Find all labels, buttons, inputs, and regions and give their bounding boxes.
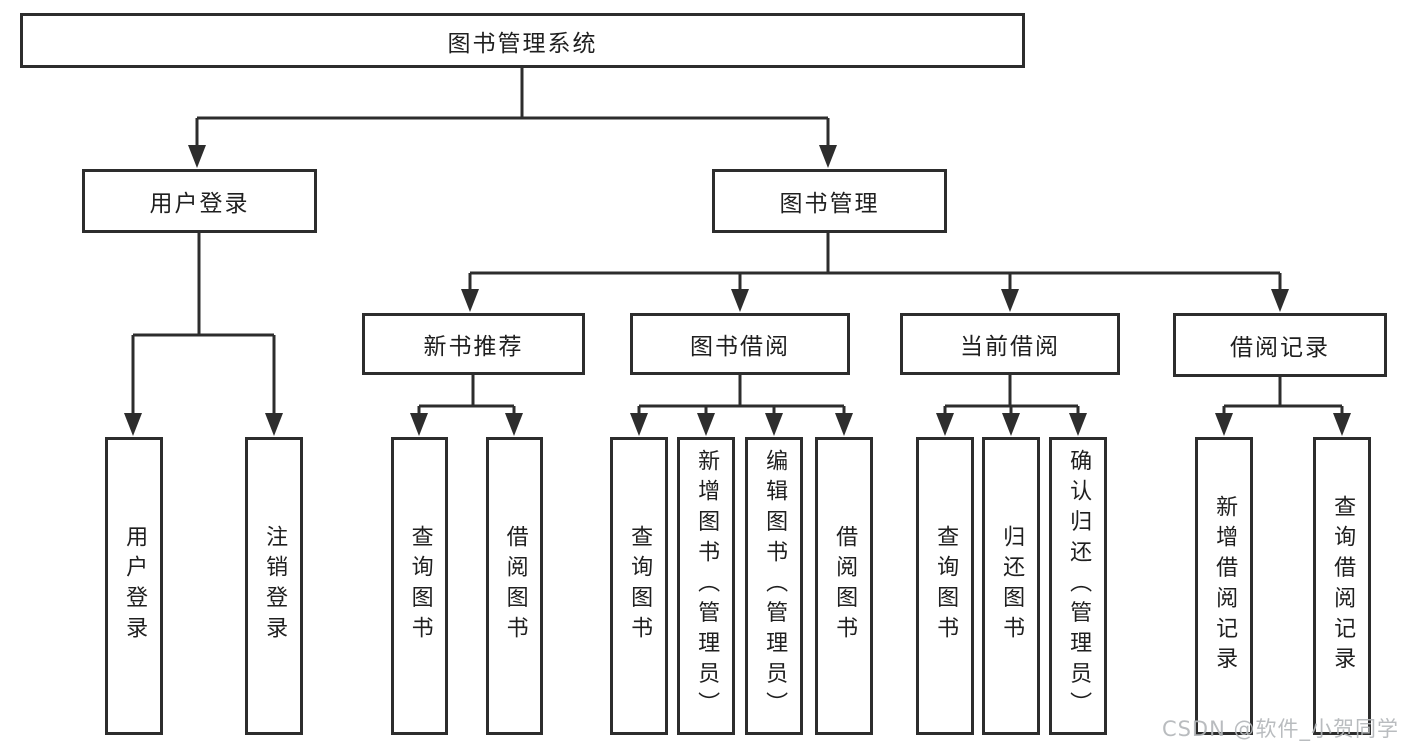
node-borrow-records: 借阅记录 xyxy=(1173,313,1387,377)
node-label: 用户登录 xyxy=(149,191,250,217)
leaf-label: 借阅图书 xyxy=(502,525,528,647)
node-label: 新书推荐 xyxy=(423,334,524,360)
leaf-label: 查询图书 xyxy=(627,525,653,647)
node-library-system: 图书管理系统 xyxy=(20,13,1025,68)
leaf-label: 新增借阅记录 xyxy=(1212,494,1238,678)
node-book-management: 图书管理 xyxy=(712,169,947,233)
leaf-query-books-borrow: 查询图书 xyxy=(610,437,668,735)
node-book-borrow: 图书借阅 xyxy=(630,313,850,375)
node-user-login: 用户登录 xyxy=(82,169,317,233)
leaf-add-borrow-record: 新增借阅记录 xyxy=(1195,437,1253,735)
leaf-query-books-recommend: 查询图书 xyxy=(391,437,448,735)
node-label: 图书借阅 xyxy=(690,334,790,360)
leaf-label: 查询借阅记录 xyxy=(1330,494,1356,678)
leaf-label: 借阅图书 xyxy=(832,525,858,647)
leaf-add-books-admin: 新增图书（管理员） xyxy=(677,437,735,735)
leaf-borrow-books: 借阅图书 xyxy=(815,437,873,735)
leaf-logout: 注销登录 xyxy=(245,437,303,735)
node-label: 图书管理 xyxy=(779,191,880,217)
leaf-query-borrow-record: 查询借阅记录 xyxy=(1313,437,1371,735)
leaf-label: 注销登录 xyxy=(262,525,288,647)
node-new-book-recommend: 新书推荐 xyxy=(362,313,585,375)
node-label: 当前借阅 xyxy=(960,334,1060,360)
leaf-label: 用户登录 xyxy=(122,525,148,647)
leaf-label: 查询图书 xyxy=(407,525,433,647)
leaf-edit-books-admin: 编辑图书（管理员） xyxy=(745,437,803,735)
leaf-label: 确认归还（管理员） xyxy=(1066,449,1092,723)
leaf-label: 查询图书 xyxy=(933,525,959,647)
leaf-label: 编辑图书（管理员） xyxy=(762,449,788,723)
node-label: 借阅记录 xyxy=(1230,335,1330,361)
node-label: 图书管理系统 xyxy=(447,30,598,57)
node-current-borrow: 当前借阅 xyxy=(900,313,1120,375)
csdn-watermark: CSDN @软件_小贺同学 xyxy=(1161,717,1399,741)
leaf-borrow-books-recommend: 借阅图书 xyxy=(486,437,543,735)
leaf-label: 新增图书（管理员） xyxy=(694,449,720,723)
leaf-query-books-current: 查询图书 xyxy=(916,437,974,735)
leaf-return-books: 归还图书 xyxy=(982,437,1040,735)
leaf-confirm-return-admin: 确认归还（管理员） xyxy=(1049,437,1107,735)
leaf-label: 归还图书 xyxy=(999,525,1025,647)
leaf-user-login: 用户登录 xyxy=(105,437,163,735)
